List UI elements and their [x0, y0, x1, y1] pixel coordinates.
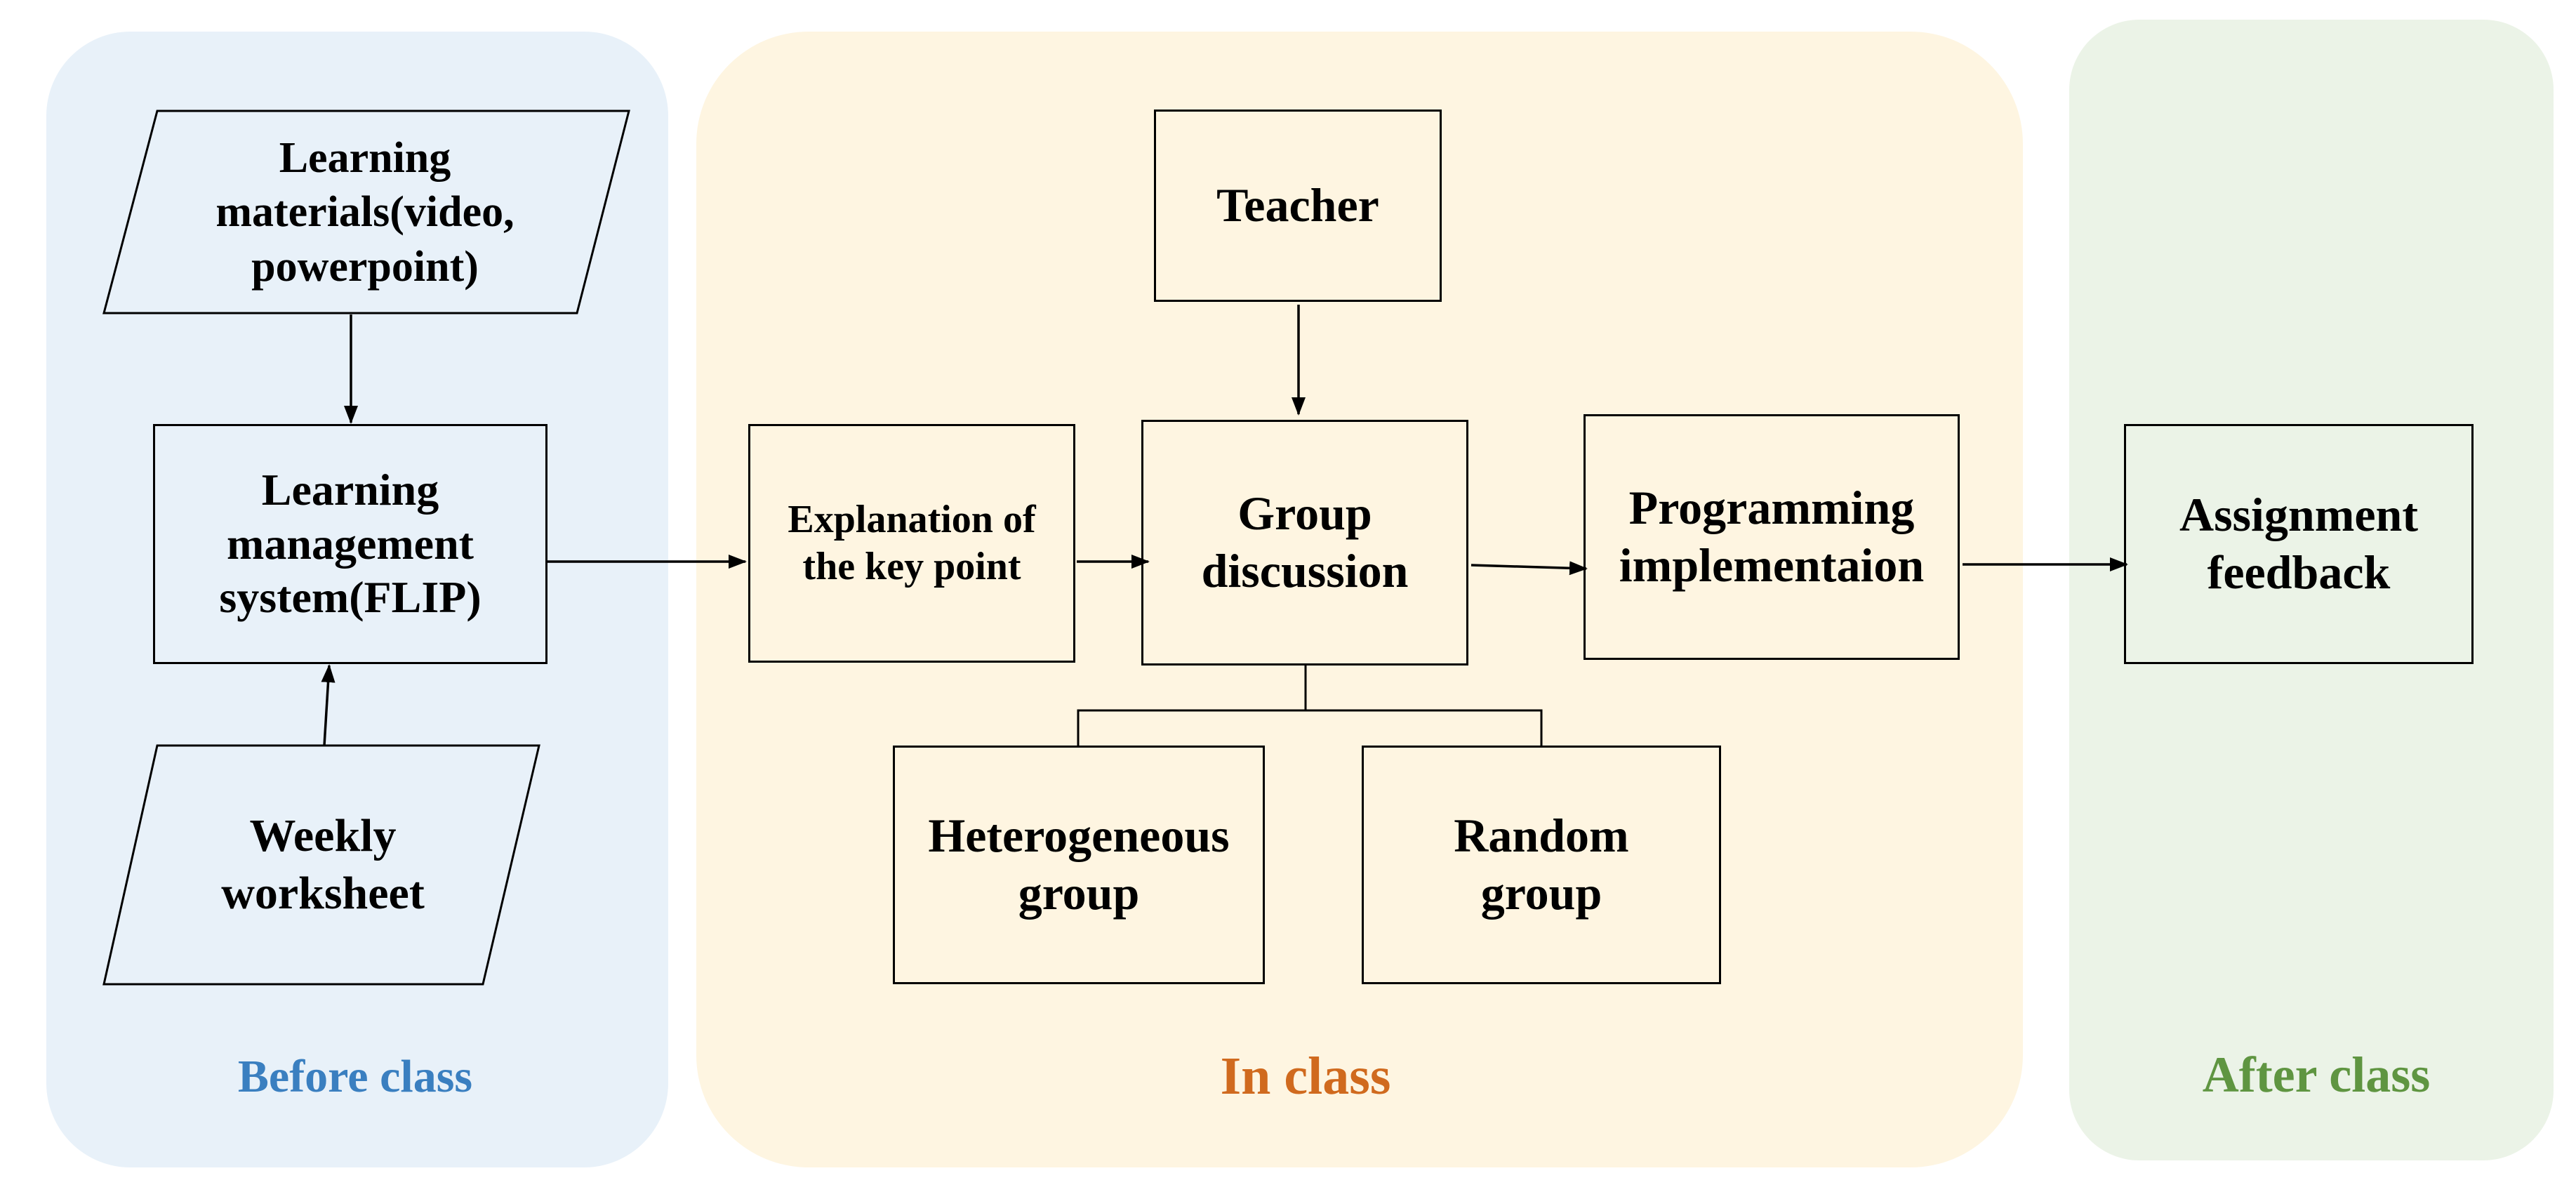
teacher-label: Teacher [1216, 178, 1379, 232]
before-class-label: Before class [237, 1051, 473, 1102]
lms-node: Learning management system(FLIP) [153, 424, 547, 664]
random-group-node: Random group [1362, 746, 1721, 984]
programming-node: Programming implementaion [1584, 414, 1960, 660]
in-class-panel [696, 32, 2023, 1167]
arrow-worksheet-to-lms [321, 664, 336, 746]
feedback-label: Assignment feedback [2179, 488, 2419, 599]
worksheet-label: Weekly worksheet [221, 809, 425, 920]
in-class-label: In class [1220, 1047, 1391, 1106]
explanation-label: Explanation of the key point [788, 497, 1036, 588]
materials-label: Learning materials(video, powerpoint) [215, 133, 514, 291]
random-group-label: Random group [1454, 809, 1629, 920]
discussion-label: Group discussion [1201, 486, 1409, 597]
lms-label: Learning management system(FLIP) [219, 464, 482, 623]
programming-label: Programming implementaion [1619, 481, 1925, 592]
teacher-node: Teacher [1154, 110, 1442, 302]
worksheet-parallelogram [102, 744, 540, 986]
heterogeneous-group-node: Heterogeneous group [893, 746, 1265, 984]
heterogeneous-group-label: Heterogeneous group [928, 809, 1230, 920]
arrow-discussion-to-programming [1470, 561, 1588, 576]
materials-parallelogram [102, 110, 630, 314]
worksheet-node: Weekly worksheet [154, 746, 491, 984]
materials-node: Learning materials(video, powerpoint) [161, 112, 569, 313]
after-class-label: After class [2202, 1047, 2431, 1103]
explanation-node: Explanation of the key point [748, 424, 1075, 663]
connector-groups-bar [1077, 709, 1543, 746]
discussion-node: Group discussion [1141, 420, 1468, 665]
feedback-node: Assignment feedback [2124, 424, 2474, 664]
